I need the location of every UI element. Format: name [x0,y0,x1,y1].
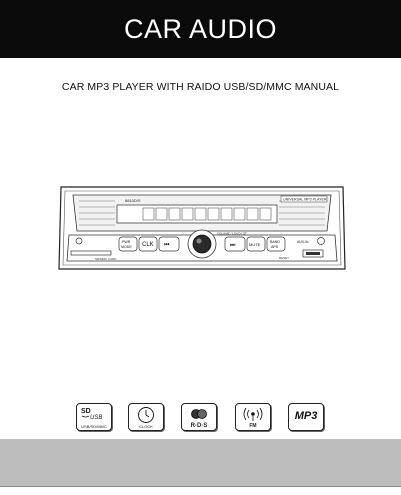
clk-button [138,236,158,252]
volume-label: VOLUME / LOUD / ST [217,232,247,236]
car-stereo-illustration: 6810D/S UNIVERSAL MP3 PLAYER SD/MMC CARD… [58,186,346,270]
mute-button [246,236,266,252]
svg-text:APS: APS [271,245,279,249]
mp3-icon: MP3 [288,403,324,431]
release-button [75,237,83,245]
pwr-mode-button [118,236,138,252]
footer-bar [0,486,401,495]
aux-jack [317,237,325,245]
card-slot-label: SD/MMC CARD [95,257,117,261]
prev-button [158,236,180,252]
lcd-display [116,204,278,224]
header-banner: CAR AUDIO [0,0,401,58]
clock-icon: CLOCK [128,403,164,431]
rds-icon: R·D·S [181,403,217,431]
svg-text:CLK: CLK [142,242,154,248]
player-badge: UNIVERSAL MP3 PLAYER [283,198,327,202]
svg-text:⏮: ⏮ [164,243,170,249]
manual-subtitle: CAR MP3 PLAYER WITH RAIDO USB/SD/MMC MAN… [61,81,340,93]
svg-text:BAND: BAND [270,240,280,244]
svg-text:MODE: MODE [121,245,132,249]
footer-band [0,439,401,486]
volume-knob [192,234,212,254]
lcd-segments [142,207,272,221]
band-aps-button [266,236,286,252]
page-title: CAR AUDIO [123,13,278,44]
reset-label: RESET [279,256,289,260]
aux-label: AUX-IN [297,240,309,244]
svg-text:MUTE: MUTE [249,242,261,247]
sd-usb-icon: SD USB USB/SD/MMC [76,403,112,431]
svg-text:USB: USB [90,415,102,421]
svg-text:PWR: PWR [122,240,131,244]
card-slot [70,250,112,256]
svg-text:⏭: ⏭ [230,243,236,249]
feature-icons-row: SD USB USB/SD/MMC CLOCK R·D·S FM [0,403,401,433]
next-button [224,236,246,252]
fm-icon: FM [235,403,271,431]
svg-text:SD: SD [81,408,91,415]
model-label: 6810D/S [125,198,141,203]
